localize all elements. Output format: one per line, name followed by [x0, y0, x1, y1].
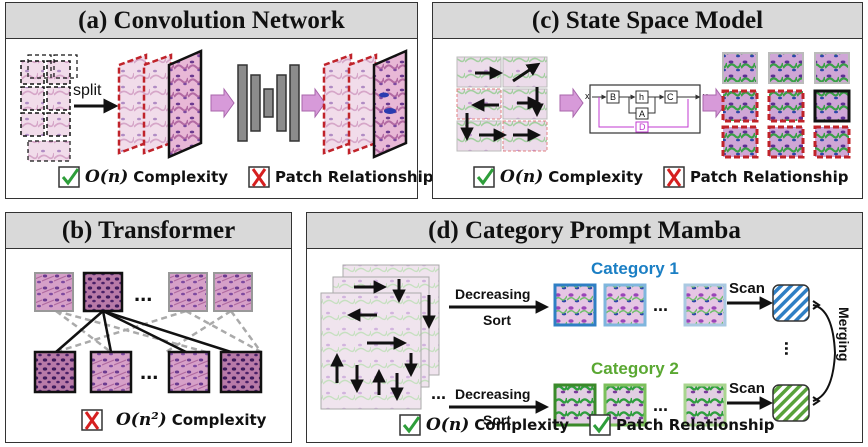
sort-label: Sort — [483, 312, 511, 328]
complexity-text: Complexity — [548, 168, 644, 186]
legend: O(n) Complexity Patch Relationship — [399, 414, 774, 436]
complexity-math: O(n) — [500, 167, 544, 187]
sort-label: Sort — [483, 412, 511, 428]
transformer-diagram: ... ... — [33, 271, 263, 394]
relation-text: Patch Relationship — [616, 416, 775, 434]
patch-stacks — [320, 264, 440, 410]
category-1-token — [772, 284, 810, 322]
panel-header: (a) Convolution Network — [6, 3, 417, 39]
svg-text:x: x — [585, 91, 590, 101]
panel-header: (d) Category Prompt Mamba — [307, 213, 862, 249]
input-tokens — [34, 271, 253, 313]
panel-title: (b) Transformer — [61, 216, 236, 244]
panel-state-space: (c) State Space Model — [432, 2, 863, 199]
ellipsis: ... — [431, 383, 446, 403]
check-icon — [399, 414, 421, 436]
flow-arrow — [210, 87, 235, 119]
panel-title: (c) State Space Model — [531, 6, 764, 34]
svg-text:h: h — [639, 92, 644, 102]
flow-arrow — [559, 87, 584, 119]
ellipsis: ... — [140, 359, 158, 384]
panel-category-prompt-mamba: (d) Category Prompt Mamba — [306, 212, 863, 443]
decreasing-label: Decreasing — [455, 286, 530, 302]
panel-convolution: (a) Convolution Network — [5, 2, 433, 199]
scan-label: Scan — [729, 280, 765, 297]
image-grid — [20, 54, 78, 162]
check-icon — [58, 166, 80, 188]
relation-text: Patch Relationship — [690, 168, 849, 186]
scan-label: Scan — [729, 380, 765, 397]
output-stack — [322, 49, 408, 159]
state-space-diagram: x y B h C A D — [456, 52, 851, 159]
category-1-patches — [553, 283, 727, 327]
category-1-label: Category 1 — [591, 259, 679, 278]
ellipsis: ... — [653, 295, 668, 315]
ssm-block: x y B h C A D — [585, 84, 708, 134]
relation-text: Patch Relationship — [275, 168, 434, 186]
check-icon — [473, 166, 495, 188]
svg-text:A: A — [639, 109, 645, 119]
ellipsis: ... — [781, 341, 801, 356]
output-tokens — [33, 350, 263, 394]
split-label: split — [73, 82, 102, 99]
cross-icon — [248, 166, 270, 188]
decreasing-label: Decreasing — [455, 386, 530, 402]
complexity-math: O(n²) — [116, 410, 167, 430]
legend: O(n²) Complexity — [81, 409, 266, 431]
category-2-token — [772, 384, 810, 422]
merging-label: Merging — [836, 307, 852, 361]
mamba-diagram: ... Decreasing Sort Decreasing Sort ... … — [320, 264, 852, 428]
output-patches — [721, 52, 851, 159]
cnn-layers — [237, 64, 300, 142]
svg-text:B: B — [610, 92, 616, 102]
panel-title: (d) Category Prompt Mamba — [428, 216, 741, 244]
flow-arrow — [702, 87, 727, 119]
legend: O(n) Complexity Patch Relationship — [473, 166, 848, 188]
patch-sequence-grid — [456, 56, 548, 152]
complexity-math: O(n) — [426, 415, 470, 435]
category-2-label: Category 2 — [591, 359, 679, 378]
ellipsis: ... — [653, 395, 668, 415]
panel-header: (b) Transformer — [6, 213, 291, 249]
cross-icon — [663, 166, 685, 188]
complexity-text: Complexity — [171, 411, 267, 429]
panel-title: (a) Convolution Network — [78, 6, 345, 34]
complexity-text: Complexity — [474, 416, 570, 434]
check-icon — [589, 414, 611, 436]
legend: O(n) Complexity Patch Relationship — [58, 166, 433, 188]
svg-text:C: C — [667, 92, 674, 102]
ellipsis: ... — [134, 281, 152, 306]
convolution-diagram: split — [20, 49, 408, 162]
complexity-text: Complexity — [133, 168, 229, 186]
flow-arrow — [301, 87, 326, 119]
merge-bracket — [812, 304, 837, 402]
attention-links — [55, 309, 263, 354]
category-2-patches — [553, 383, 727, 427]
panel-transformer: (b) Transformer — [5, 212, 292, 443]
cross-icon — [81, 409, 103, 431]
complexity-math: O(n) — [85, 167, 129, 187]
patch-stack — [117, 49, 203, 159]
svg-text:D: D — [639, 122, 646, 132]
panel-header: (c) State Space Model — [433, 3, 862, 39]
